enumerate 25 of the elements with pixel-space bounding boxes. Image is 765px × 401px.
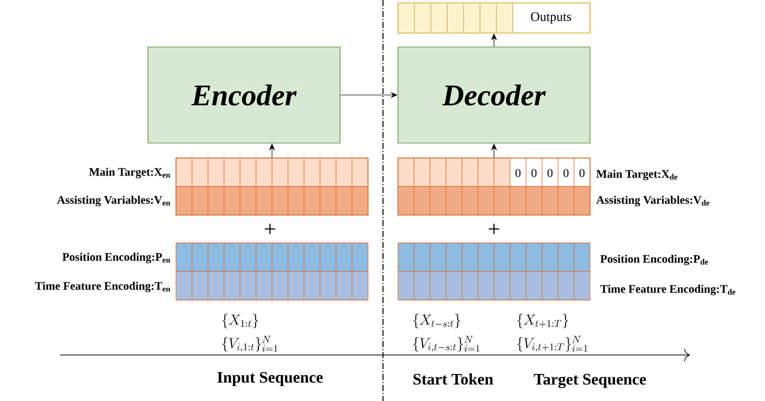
cell-value: 0	[515, 168, 521, 178]
cell-value: 0	[563, 168, 569, 178]
input-grid	[176, 158, 368, 216]
decoder-box: Decoder	[398, 46, 590, 144]
sequence-formula: $\{V_{i,t-s:t}\}_{i=1}^{N}$	[413, 336, 480, 352]
sequence-formula: $\{X_{1:t}\}$	[222, 314, 258, 328]
cell-value: 0	[531, 168, 537, 178]
cell-value: 0	[547, 168, 553, 178]
row-label: Time Feature Encoding:T$_{de}$	[600, 284, 736, 296]
sequence-formula: $\{X_{t+1:T}\}$	[517, 314, 568, 328]
sequence-formula: $\{V_{i,t+1:T}\}_{i=1}^{N}$	[517, 336, 588, 352]
cell-value: 0	[579, 168, 585, 178]
row-label: Position Encoding:P$_{de}$	[600, 254, 708, 266]
sequence-formula: $\{X_{t-s:t}\}$	[413, 314, 460, 328]
output-strip: Outputs	[398, 2, 590, 34]
row-label: Main Target:X$_{en}$	[89, 168, 170, 178]
section-label: Start Token	[413, 373, 494, 385]
row-label: Main Target:X$_{de}$	[596, 170, 678, 180]
section-label: Target Sequence	[534, 374, 646, 388]
section-label: Input Sequence	[217, 372, 323, 386]
input-grid	[398, 158, 590, 216]
sequence-formula: $\{V_{i,1:t}\}_{i=1}^{N}$	[222, 336, 278, 352]
row-label: Time Feature Encoding:T$_{en}$	[35, 282, 170, 292]
encoder-box: Encoder	[148, 46, 340, 144]
row-label: Position Encoding:P$_{en}$	[62, 252, 170, 264]
